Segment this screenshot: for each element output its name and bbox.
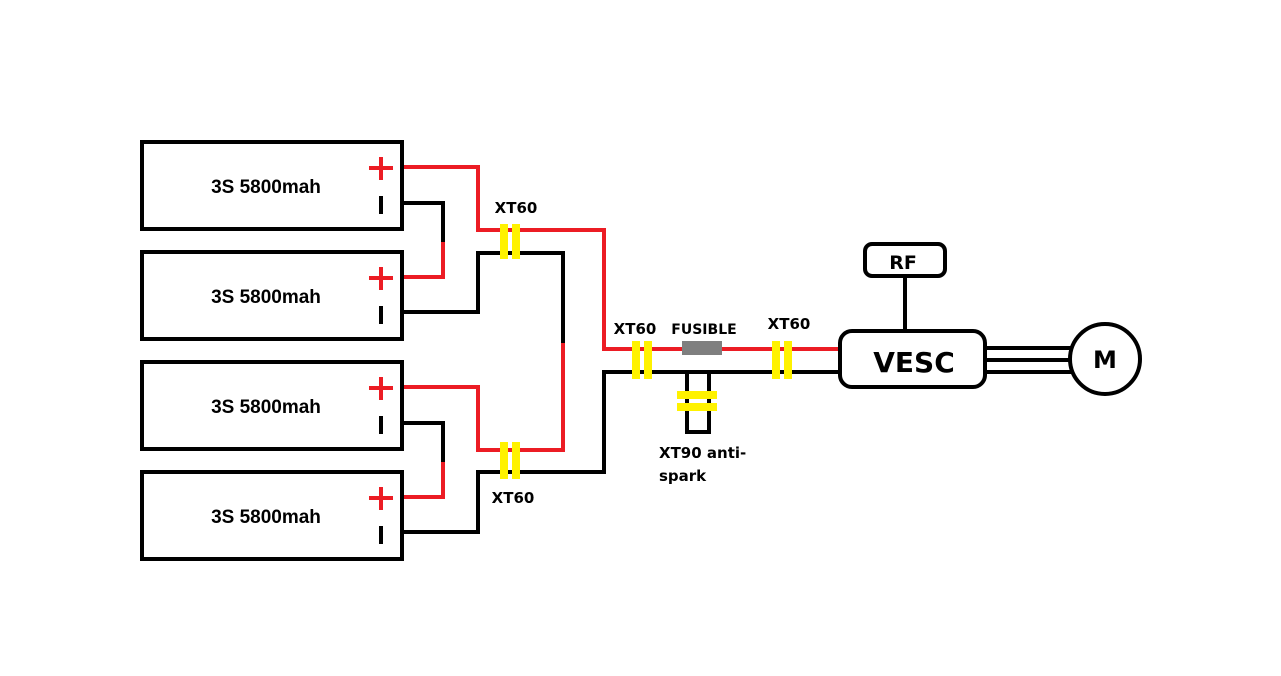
- positive-wires: [404, 165, 838, 499]
- xt60-vesc-label: XT60: [768, 315, 811, 333]
- xt60-vesc-connector: [772, 341, 792, 379]
- xt60-main-label: XT60: [614, 320, 657, 338]
- battery-4-plus-terminal: [369, 487, 393, 510]
- fuse-label: FUSIBLE: [671, 322, 736, 338]
- xt60-bottom-connector: [500, 442, 520, 479]
- battery-3: 3S 5800mah: [140, 360, 404, 451]
- vesc-label: VESC: [873, 346, 955, 379]
- battery-3-plus-terminal: [369, 377, 393, 400]
- battery-3-label: 3S 5800mah: [211, 397, 321, 418]
- battery-1: 3S 5800mah: [140, 140, 404, 231]
- motor-label: M: [1093, 346, 1117, 374]
- battery-4: 3S 5800mah: [140, 470, 404, 561]
- battery-2-plus-terminal: [369, 267, 393, 290]
- xt90-label-line2: spark: [659, 467, 707, 485]
- xt90-label-line1: XT90 anti-: [659, 444, 746, 462]
- motor-phase-wires: [985, 346, 1071, 374]
- battery-1-plus-terminal: [369, 157, 393, 180]
- rf-receiver: RF: [863, 242, 947, 278]
- battery-2: 3S 5800mah: [140, 250, 404, 341]
- xt90-antispark-connector: [677, 391, 717, 411]
- xt60-top-label: XT60: [495, 199, 538, 217]
- xt60-top-connector: [500, 224, 520, 259]
- vesc-controller: VESC: [838, 329, 987, 389]
- negative-wires: [404, 201, 907, 534]
- xt60-bottom-label: XT60: [492, 489, 535, 507]
- battery-1-label: 3S 5800mah: [211, 177, 321, 198]
- xt60-main-connector: [632, 341, 652, 379]
- battery-terminals: [369, 157, 393, 544]
- battery-4-label: 3S 5800mah: [211, 507, 321, 528]
- motor: M: [1068, 322, 1142, 396]
- fuse-block: [682, 341, 722, 355]
- rf-label: RF: [889, 252, 917, 274]
- battery-2-label: 3S 5800mah: [211, 287, 321, 308]
